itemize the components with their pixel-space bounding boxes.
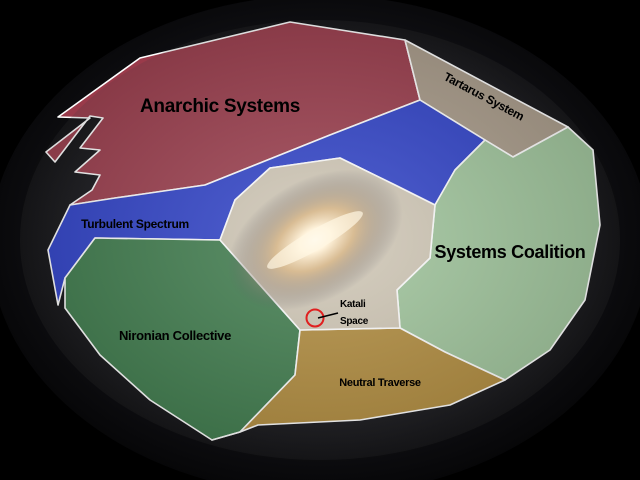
katali-space-marker-icon[interactable] xyxy=(305,308,325,328)
galactic-core-bar xyxy=(267,211,363,269)
label-turbulent-spectrum: Turbulent Spectrum xyxy=(81,217,189,231)
label-katali-space-line1: Katali xyxy=(340,299,366,310)
label-katali-space-line2: Space xyxy=(340,316,369,327)
label-nironian-collective: Nironian Collective xyxy=(119,328,231,343)
label-anarchic-systems: Anarchic Systems xyxy=(140,96,300,117)
label-systems-coalition: Systems Coalition xyxy=(435,242,586,262)
label-neutral-traverse: Neutral Traverse xyxy=(339,377,421,389)
katali-space-pointer xyxy=(317,312,339,319)
